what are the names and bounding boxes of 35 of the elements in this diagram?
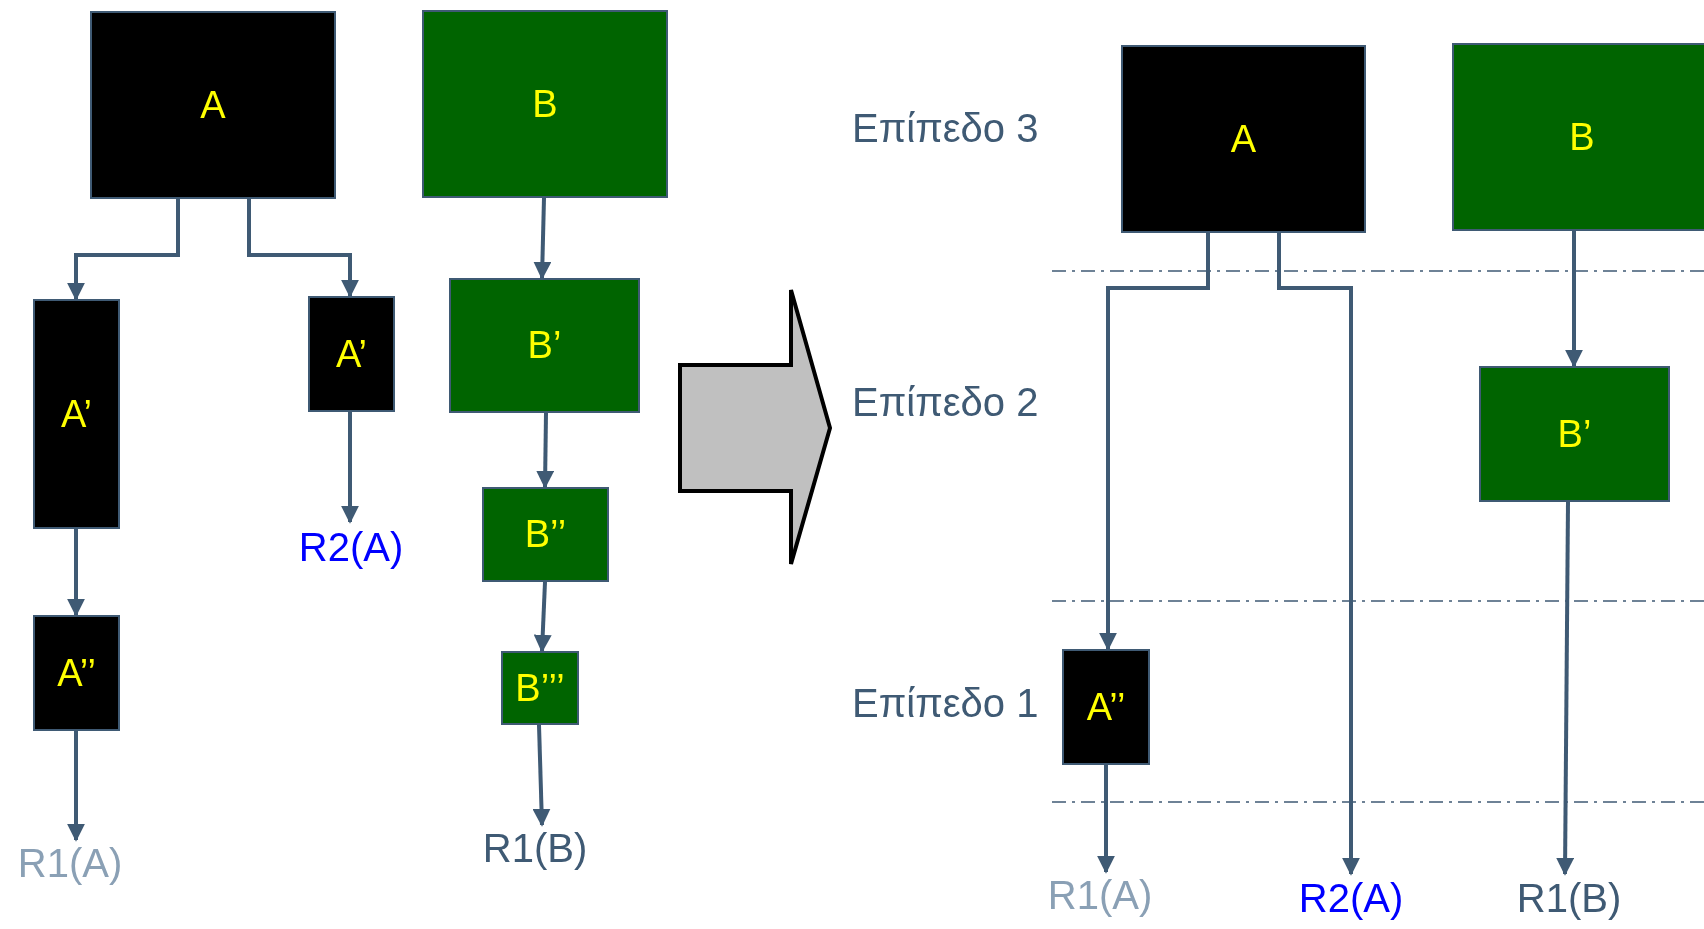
process-box: A’ — [33, 299, 120, 529]
arrow — [1556, 502, 1575, 876]
level-label: Επίπεδο 3 — [852, 106, 1039, 151]
arrow — [341, 412, 359, 524]
level-label: Επίπεδο 2 — [852, 380, 1039, 425]
process-box: A — [90, 11, 336, 199]
level-label: Επίπεδο 1 — [852, 681, 1039, 726]
process-box: B’’’ — [501, 651, 579, 725]
process-box: B’ — [1479, 366, 1670, 502]
process-box: B’’ — [482, 487, 609, 582]
arrow — [1565, 231, 1583, 368]
arrow — [1097, 765, 1115, 874]
arrow — [67, 529, 85, 617]
process-box: A’ — [308, 296, 395, 412]
process-box: B’ — [449, 278, 640, 413]
process-box: B — [422, 10, 668, 198]
arrow — [1277, 233, 1360, 876]
result-label: R2(A) — [296, 522, 406, 572]
result-label: R1(B) — [479, 825, 591, 871]
arrow — [533, 581, 552, 653]
process-box: B — [1452, 43, 1704, 231]
result-label: R1(B) — [1510, 874, 1628, 922]
result-label: R2(A) — [1296, 874, 1406, 922]
result-label: R1(A) — [14, 840, 126, 886]
result-label: R1(A) — [1044, 872, 1156, 918]
process-box: A’’ — [1062, 649, 1150, 765]
process-box: A — [1121, 45, 1366, 233]
arrow — [247, 199, 359, 298]
arrow — [532, 724, 551, 827]
arrow — [67, 199, 180, 301]
arrow — [533, 197, 552, 280]
arrow — [536, 412, 555, 489]
arrow — [67, 731, 85, 842]
arrow — [1099, 233, 1210, 651]
process-box: A’’ — [33, 615, 120, 731]
